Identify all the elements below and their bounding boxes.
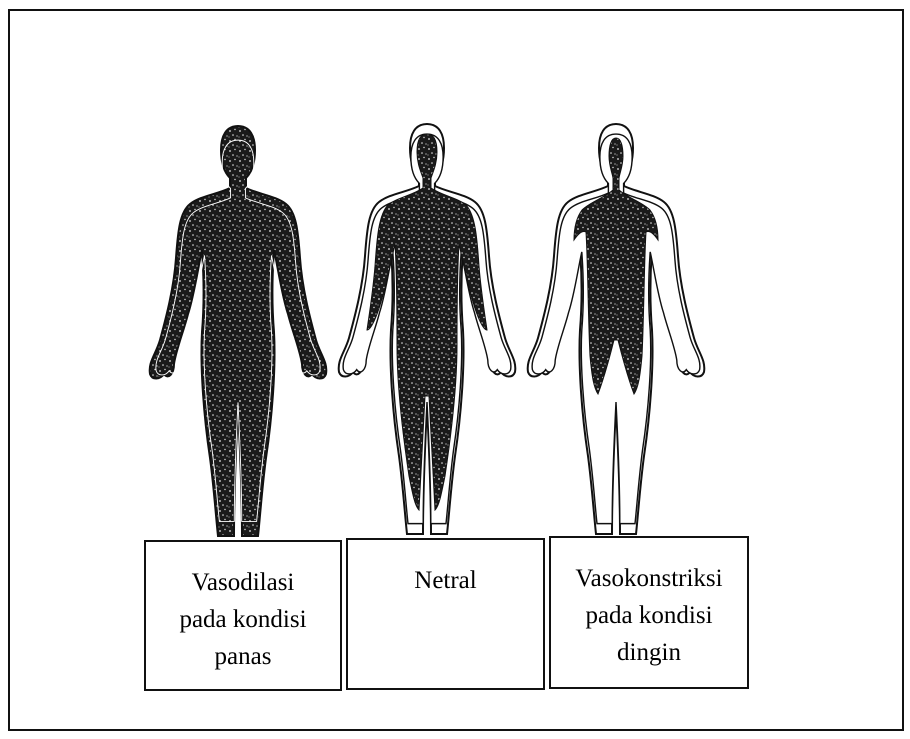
label-cold-line-1: Vasokonstriksi [551,560,747,597]
label-box-neutral: Netral [346,538,545,690]
label-hot-line-3: panas [146,638,340,675]
label-hot-line-1: Vasodilasi [146,564,340,601]
figure-neutral [339,124,516,534]
figure-cold [528,124,705,534]
label-box-hot: Vasodilasi pada kondisi panas [144,540,342,691]
label-cold-line-3: dingin [551,634,747,671]
figure-hot [150,126,327,536]
label-box-cold: Vasokonstriksi pada kondisi dingin [549,536,749,689]
label-hot-line-2: pada kondisi [146,601,340,638]
label-cold-line-2: pada kondisi [551,597,747,634]
label-neutral-line-1: Netral [348,562,543,599]
